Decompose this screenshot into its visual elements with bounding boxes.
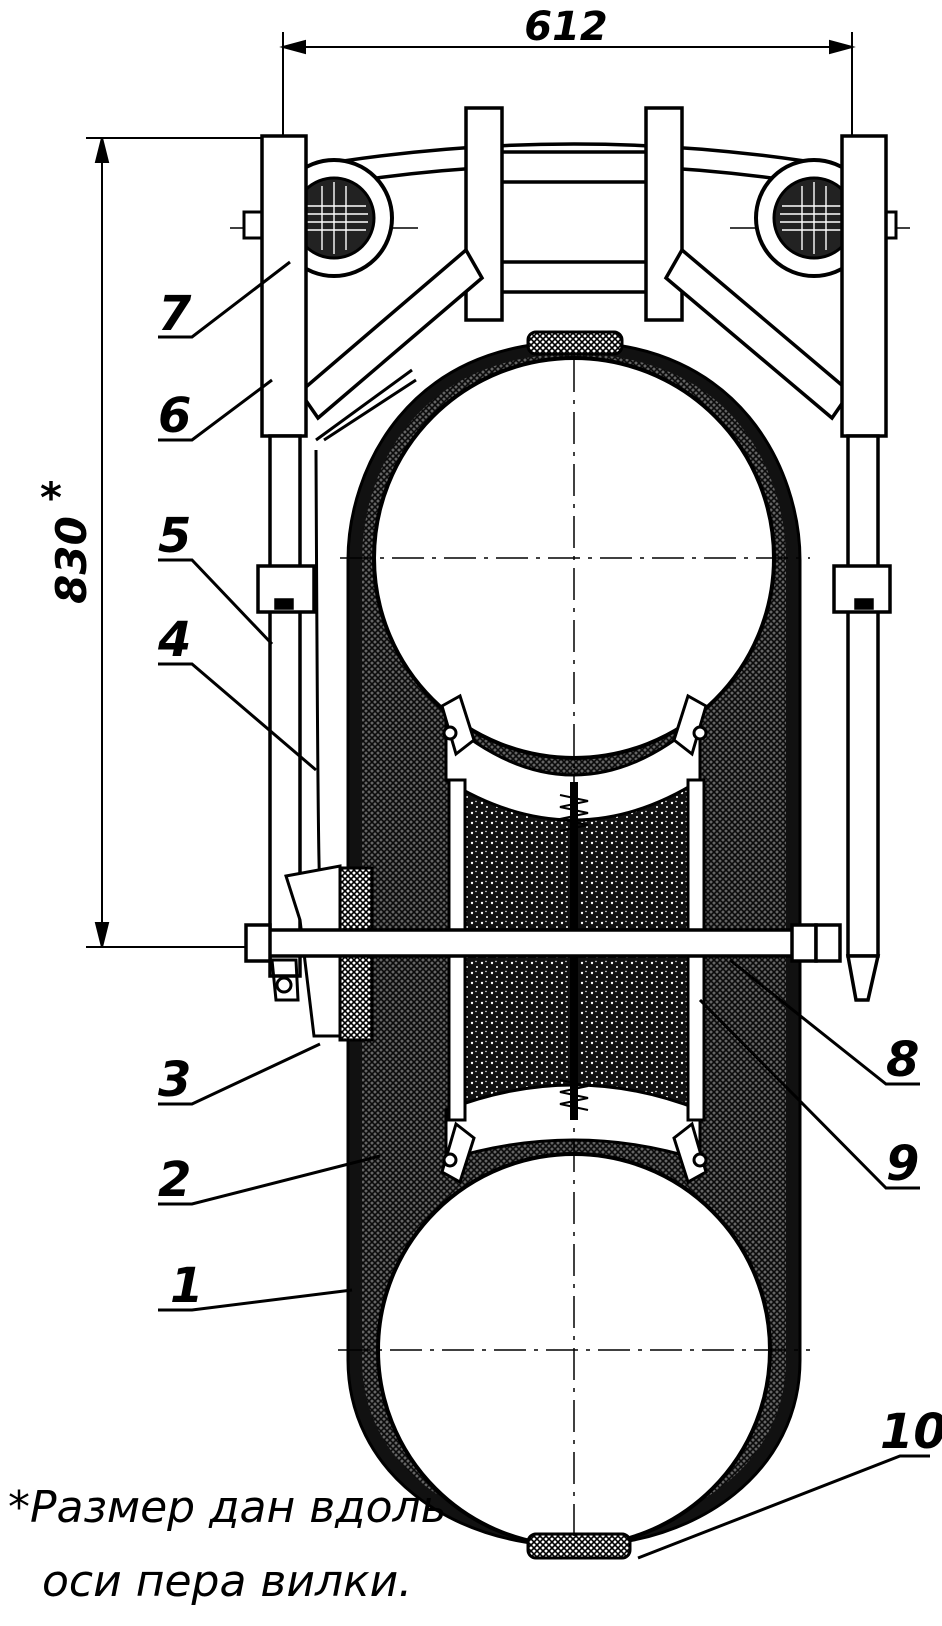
- left-fork-leg: [256, 134, 316, 978]
- width-dimension-value: 612: [524, 4, 608, 50]
- height-dimension-mark: *: [40, 473, 62, 522]
- fork-crown: [297, 106, 853, 421]
- rim-upper: [444, 716, 702, 822]
- callout-6: 6: [158, 388, 191, 444]
- callout-10: 10: [880, 1404, 942, 1460]
- top-patch: [526, 330, 624, 356]
- callout-8: 8: [886, 1032, 919, 1088]
- bottom-patch: [526, 1532, 632, 1560]
- height-dimension: [86, 137, 300, 948]
- footnote-line-1: *Размер дан вдоль: [8, 1482, 447, 1533]
- callout-3: 3: [158, 1052, 191, 1108]
- callout-2: 2: [158, 1152, 191, 1208]
- footnote-line-2: оси пера вилки.: [42, 1556, 412, 1607]
- wheel-axle: [244, 923, 842, 963]
- callout-7: 7: [158, 286, 192, 342]
- callout-4: 4: [157, 612, 191, 668]
- callout-5: 5: [158, 508, 191, 564]
- width-dimension: [279, 32, 856, 155]
- callout-9: 9: [886, 1136, 919, 1192]
- rim-lugs: [440, 693, 708, 1185]
- hub-core: [462, 780, 698, 1140]
- right-fork-leg: [832, 134, 892, 1002]
- leader-lines: [158, 260, 930, 1560]
- callout-1: 1: [170, 1258, 203, 1314]
- height-dimension-value: 830: [47, 516, 96, 604]
